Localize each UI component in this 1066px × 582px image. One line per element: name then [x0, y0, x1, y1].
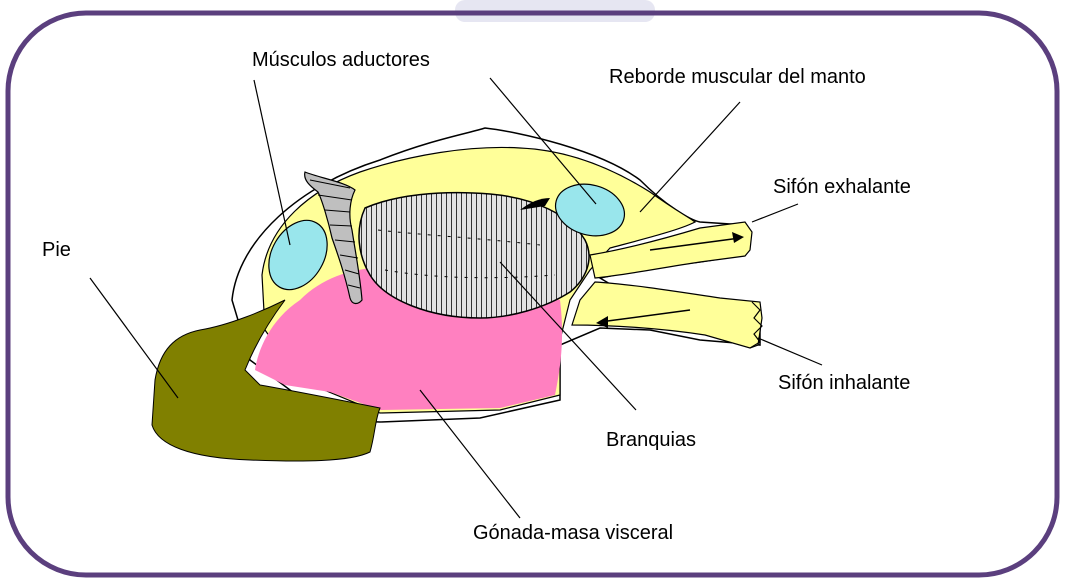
label-gonad-visceral-mass: Gónada-masa visceral	[473, 522, 673, 544]
label-gills: Branquias	[606, 429, 696, 451]
leader-inhalant-siphon	[758, 338, 822, 365]
label-foot: Pie	[42, 239, 71, 261]
inhalant-siphon-tube	[572, 282, 762, 348]
leader-mantle-rim	[640, 102, 740, 212]
label-adductor-muscles: Músculos aductores	[252, 49, 430, 71]
leader-adductor-left	[254, 80, 290, 245]
label-mantle-rim: Reborde muscular del manto	[609, 66, 866, 88]
leader-foot	[90, 278, 178, 398]
label-inhalant-siphon: Sifón inhalante	[778, 372, 910, 394]
leader-exhalant-siphon	[752, 204, 798, 222]
label-exhalant-siphon: Sifón exhalante	[773, 176, 911, 198]
